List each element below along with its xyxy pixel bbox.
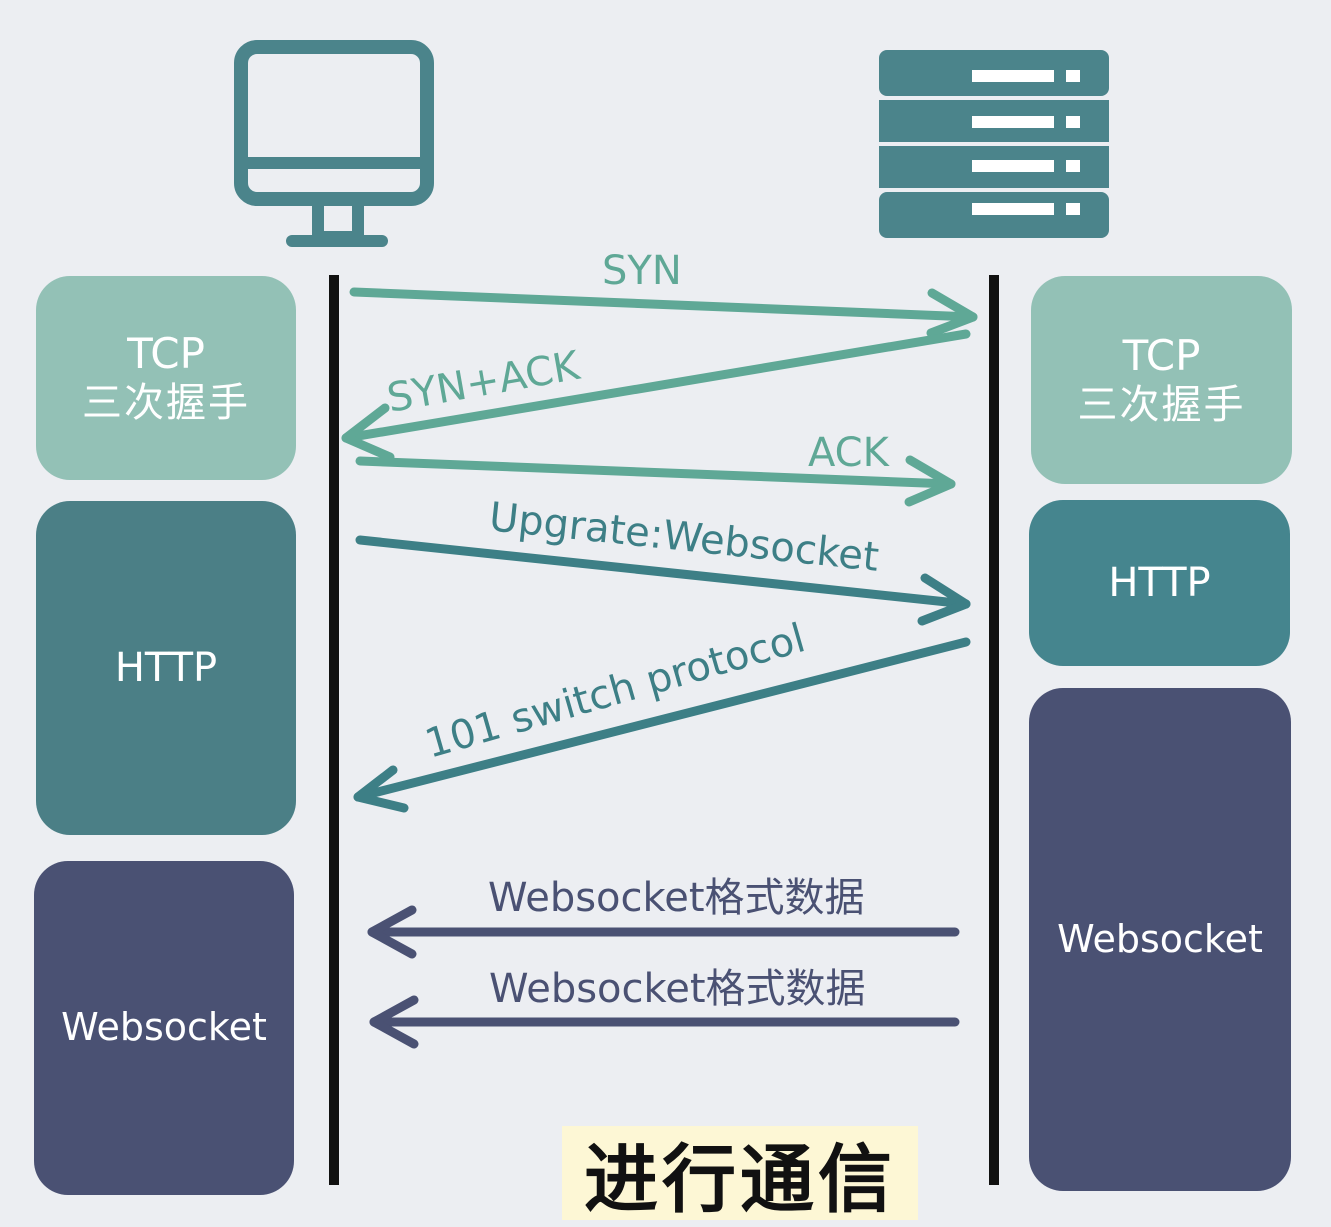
- server-websocket-label: Websocket: [1057, 916, 1263, 961]
- client-http-label: HTTP: [114, 645, 218, 691]
- server-websocket-block: Websocket: [1029, 688, 1291, 1191]
- switch-protocol-label: 101 switch protocol: [420, 615, 810, 767]
- server-tcp-title: TCP: [1122, 330, 1201, 380]
- ws-data-label-1: Websocket格式数据: [488, 875, 865, 921]
- ack-arrow: [355, 455, 956, 507]
- syn-ack-arrow: [341, 329, 971, 462]
- server-tcp-subtitle: 三次握手: [1077, 382, 1246, 429]
- client-computer-icon: [234, 40, 434, 247]
- upgrade-label: Upgrate:Websocket: [487, 494, 881, 581]
- syn-ack-label: SYN+ACK: [384, 343, 585, 422]
- ws-data-arrow-1: [367, 905, 960, 959]
- client-websocket-block: Websocket: [34, 861, 294, 1195]
- ws-data-label-2: Websocket格式数据: [489, 966, 866, 1012]
- ack-label: ACK: [808, 430, 891, 476]
- syn-arrow: [349, 287, 978, 338]
- upgrade-arrow: [355, 535, 971, 626]
- client-websocket-label: Websocket: [61, 1005, 267, 1050]
- server-rack-icon: [879, 50, 1109, 238]
- ws-data-arrow-2: [369, 995, 960, 1049]
- caption-subtitle: 进行通信: [562, 1126, 918, 1223]
- client-tcp-subtitle: 三次握手: [82, 380, 250, 427]
- server-tcp-block: TCP 三次握手: [1031, 276, 1292, 484]
- server-http-block: HTTP: [1029, 500, 1290, 666]
- client-tcp-title: TCP: [127, 328, 205, 378]
- syn-label: SYN: [602, 248, 682, 294]
- client-http-block: HTTP: [36, 501, 296, 835]
- switch-protocol-arrow: [353, 637, 971, 813]
- server-http-label: HTTP: [1108, 560, 1211, 606]
- client-tcp-block: TCP 三次握手: [36, 276, 296, 480]
